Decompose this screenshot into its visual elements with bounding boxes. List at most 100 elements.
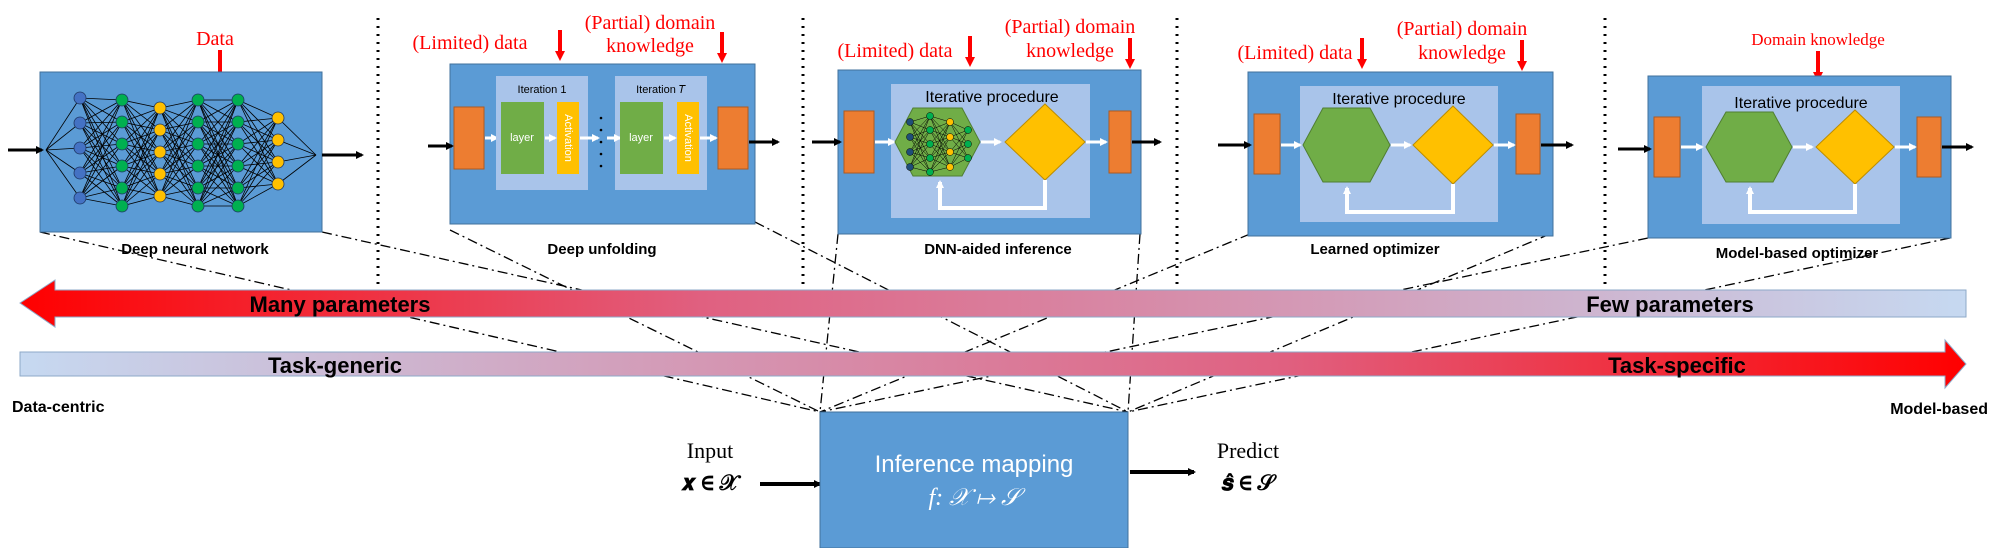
embedded-dnn-edge — [929, 121, 951, 145]
dnn-edge — [277, 154, 317, 185]
dnn-edge — [237, 161, 279, 189]
dnn-neuron — [191, 93, 205, 107]
domain-knowledge-label: Domain knowledge — [1751, 30, 1885, 49]
dnn-edge — [121, 107, 161, 145]
dnn-neuron — [115, 93, 129, 107]
dnn-edge — [79, 147, 123, 167]
input-math: 𝒙 ∈ 𝒳 — [681, 470, 742, 495]
task-arrow-shape — [19, 338, 1967, 390]
dnn-edge — [79, 187, 123, 199]
dnn-neuron — [73, 116, 87, 130]
embedded-dnn-edge — [929, 129, 951, 153]
dnn-edge — [79, 97, 123, 101]
dnn-edge — [121, 107, 161, 123]
dnn-edge — [79, 97, 123, 145]
dnn-edge — [197, 99, 239, 189]
dnn-neurons — [73, 91, 285, 213]
learned-caption: Learned optimizer — [1310, 241, 1439, 258]
feedback-loop — [1746, 184, 1857, 214]
iteration-T-label: Iteration 𝑇 — [636, 84, 686, 96]
dnn-neuron — [191, 115, 205, 129]
learned-output-block — [1515, 113, 1541, 175]
dnn-edge — [79, 122, 123, 167]
input-label: Input — [687, 438, 733, 463]
limited-data-label: (Limited) data — [838, 40, 953, 62]
dnn-edge — [237, 117, 279, 145]
embedded-dnn-neuron — [926, 140, 934, 148]
dnn-neuron — [115, 115, 129, 129]
panel-learned-optimizer: (Limited) data (Partial) domain knowledg… — [1218, 18, 1574, 258]
panel-dnn-aided-inference: (Limited) data (Partial) domain knowledg… — [812, 16, 1162, 258]
dnn-caption: Deep neural network — [121, 241, 269, 258]
iterative-procedure-label: Iterative procedure — [1734, 95, 1868, 112]
dnn-edge — [79, 165, 123, 199]
dnn-edge — [237, 117, 279, 189]
embedded-dnn-edge — [909, 136, 931, 159]
dnn-neuron — [231, 137, 245, 151]
dnn-edge — [121, 99, 161, 109]
dnn-edge — [197, 99, 239, 123]
embedded-dnn-neuron — [926, 112, 934, 120]
embedded-dnn-neuron — [906, 163, 914, 171]
dnn-edge — [159, 99, 199, 175]
dnn-neuron — [115, 199, 129, 213]
dnn-neuron — [153, 189, 167, 203]
dnn-neuron — [73, 166, 87, 180]
embedded-dnn-neuron — [926, 168, 934, 176]
unfold-input-block — [453, 106, 485, 170]
dnn-aided-output-block — [1108, 110, 1132, 174]
dnn-edge — [45, 149, 81, 174]
embedded-dnn-edge — [929, 115, 951, 138]
dnn-neuron — [231, 115, 245, 129]
embedded-dnn-edge — [929, 143, 951, 168]
dnn-neuron — [153, 145, 167, 159]
embedded-dnn-neuron — [906, 118, 914, 126]
feedback-loop — [936, 180, 1047, 210]
embedded-dnn-neuron — [906, 133, 914, 141]
dnn-edge — [45, 97, 81, 151]
dnn-hexagon — [894, 107, 981, 177]
model-based-output-block — [1916, 116, 1942, 178]
parameters-spectrum-arrow: Many parameters Few parameters — [19, 279, 1967, 328]
dnn-neuron — [271, 111, 285, 125]
dnn-edge — [197, 121, 239, 207]
dnn-edge — [79, 122, 123, 207]
dnn-edge — [197, 99, 239, 145]
dnn-edge — [45, 149, 81, 199]
dnn-edge — [159, 187, 199, 197]
dnn-neuron — [153, 167, 167, 181]
dnn-edge — [79, 97, 123, 189]
embedded-dnn-edge — [909, 121, 931, 159]
embedded-dnn-neuron — [964, 126, 972, 134]
dnn-neuron — [153, 101, 167, 115]
limited-data-label: (Limited) data — [413, 32, 528, 54]
dnn-edge — [79, 143, 123, 149]
dnn-edge — [237, 99, 279, 119]
dnn-edge — [237, 161, 279, 207]
dnn-edge — [79, 165, 123, 174]
dnn-edge — [237, 183, 279, 189]
model-based-input-block — [1653, 116, 1681, 178]
data-input-label: Data — [196, 28, 234, 50]
unfold-caption: Deep unfolding — [547, 241, 656, 258]
model-based-end-label: Model-based — [1890, 401, 1988, 418]
dnn-edge — [277, 117, 317, 156]
dnn-edge — [237, 183, 279, 207]
activation-label-1: Activation — [562, 114, 574, 162]
embedded-dnn-neuron — [946, 133, 954, 141]
dnn-aided-input-block — [843, 110, 875, 174]
embedded-dnn-neuron — [946, 118, 954, 126]
embedded-dnn-neuron — [946, 148, 954, 156]
dnn-edge — [197, 143, 239, 207]
dnn-neuron — [231, 159, 245, 173]
embedded-dnn-edge — [929, 136, 951, 173]
dnn-edge — [79, 172, 123, 189]
task-specific-label: Task-specific — [1608, 353, 1746, 378]
dnn-edge — [79, 143, 123, 174]
task-spectrum-arrow: Task-generic Task-specific — [19, 338, 1967, 390]
dnn-neuron — [191, 181, 205, 195]
dnn-edge — [159, 99, 199, 131]
dnn-edge — [79, 97, 123, 167]
layer-block-T — [620, 102, 663, 174]
embedded-dnn-edge — [949, 129, 969, 153]
